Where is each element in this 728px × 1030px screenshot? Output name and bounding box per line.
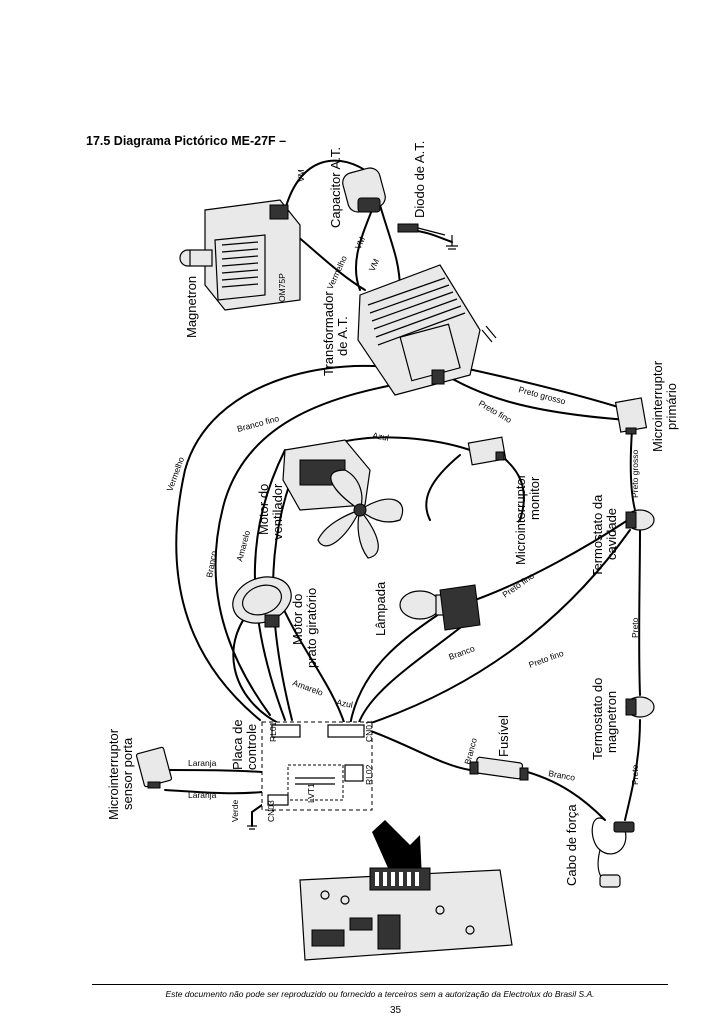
monitor-switch xyxy=(467,436,507,466)
wire-label-azul-fan: Azul xyxy=(372,430,390,443)
door-switch xyxy=(135,746,173,789)
label-fan-motor-line1: Motor do xyxy=(256,484,271,535)
footer-notice: Este documento não pode ser reproduzido … xyxy=(165,989,595,999)
wire-label-azul-board: Azul xyxy=(336,697,354,710)
lamp xyxy=(399,584,481,631)
label-transformer-line2: de A.T. xyxy=(335,316,350,356)
wire-label-preto-grosso-1: Preto grosso xyxy=(517,384,566,406)
label-power-cord: Cabo de força xyxy=(564,804,579,886)
wire-label-vermelho-left: Vermelho xyxy=(164,455,186,492)
ground-icon xyxy=(247,825,257,830)
label-primary-switch-line1: Microinterruptor xyxy=(650,360,665,452)
wire-label-vermelho-transformer: Vermelho xyxy=(325,254,349,291)
wire-label-amarelo: Amarelo xyxy=(234,529,252,562)
label-magnetron-thermostat-line1: Termostato do xyxy=(590,678,605,760)
label-primary-switch-line2: primário xyxy=(664,383,679,430)
wire-label-vm-top: VM xyxy=(296,169,306,182)
label-rl01: RL01 xyxy=(268,721,278,742)
label-monitor-switch-line2: monitor xyxy=(527,476,542,520)
fan-motor xyxy=(282,439,404,559)
control-board xyxy=(261,721,373,811)
label-rl02: RL02 xyxy=(364,764,374,785)
label-lvt: LVT1 xyxy=(306,783,316,803)
magnetron xyxy=(179,199,301,311)
arrow-down-icon xyxy=(372,820,422,880)
wire-label-vm-capacitor: VM xyxy=(353,235,367,251)
power-cord xyxy=(591,817,635,888)
primary-switch xyxy=(614,397,648,435)
label-fan-motor-line2: ventilador xyxy=(270,483,285,540)
wire-label-preto-fino-2: Preto fino xyxy=(500,570,536,599)
label-control-board-line2: controle xyxy=(244,724,259,770)
label-turntable-motor-line2: prato giratório xyxy=(304,588,319,668)
wire-label-laranja-1: Laranja xyxy=(188,758,217,768)
label-cn01: CN01 xyxy=(364,720,374,742)
label-cavity-thermostat-line2: cavidade xyxy=(604,508,619,560)
page-title: 17.5 Diagrama Pictórico ME-27F – xyxy=(86,134,287,148)
wire-label-preto-grosso-2: Preto grosso xyxy=(630,450,640,498)
label-fuse: Fusível xyxy=(496,715,511,757)
label-cn03: CN03 xyxy=(266,800,276,822)
wire-label-branco-left: Branco xyxy=(204,550,219,579)
wire-label-preto-fino-3: Preto fino xyxy=(527,648,565,670)
label-magnetron: Magnetron xyxy=(184,276,199,338)
wire-label-vm-diode: VM xyxy=(367,257,381,273)
wire-label-preto-1: Preto xyxy=(630,617,640,638)
label-door-switch-line2: sensor porta xyxy=(120,737,135,810)
label-diode: Diodo de A.T. xyxy=(412,141,427,218)
label-magnetron-model: OM75P xyxy=(277,273,287,302)
wire-label-preto-2: Preto xyxy=(630,764,640,785)
fan-blade-icon xyxy=(317,469,404,559)
label-control-board-line1: Placa de xyxy=(230,719,245,770)
magnetron-thermostat xyxy=(625,696,655,718)
label-monitor-switch-line1: Microinterruptor xyxy=(513,473,528,565)
wire-label-branco-lamp: Branco xyxy=(447,643,476,662)
wire-label-amarelo-board: Amarelo xyxy=(291,677,324,697)
label-capacitor: Capacitor A.T. xyxy=(328,147,343,228)
page-number: 35 xyxy=(390,1005,402,1016)
pcb-illustration xyxy=(299,867,513,961)
turntable-motor xyxy=(232,576,292,628)
wire-label-branco-cord: Branco xyxy=(548,768,577,783)
label-magnetron-thermostat-line2: magnetron xyxy=(604,691,619,753)
label-transformer-line1: Transformador xyxy=(321,291,336,376)
footer-divider xyxy=(92,984,668,985)
wire-label-verde: Verde xyxy=(230,800,240,822)
cavity-thermostat xyxy=(625,509,655,531)
fuse xyxy=(469,756,529,781)
diode xyxy=(397,223,458,250)
label-lamp: Lâmpada xyxy=(373,581,388,636)
label-cavity-thermostat-line1: Termostato da xyxy=(590,494,605,577)
wire-label-laranja-2: Laranja xyxy=(188,790,217,800)
label-turntable-motor-line1: Motor do xyxy=(290,594,305,645)
transformer xyxy=(357,264,497,396)
ground-icon xyxy=(446,235,458,250)
capacitor xyxy=(342,167,386,213)
label-door-switch-line1: Microinterruptor xyxy=(106,728,121,820)
